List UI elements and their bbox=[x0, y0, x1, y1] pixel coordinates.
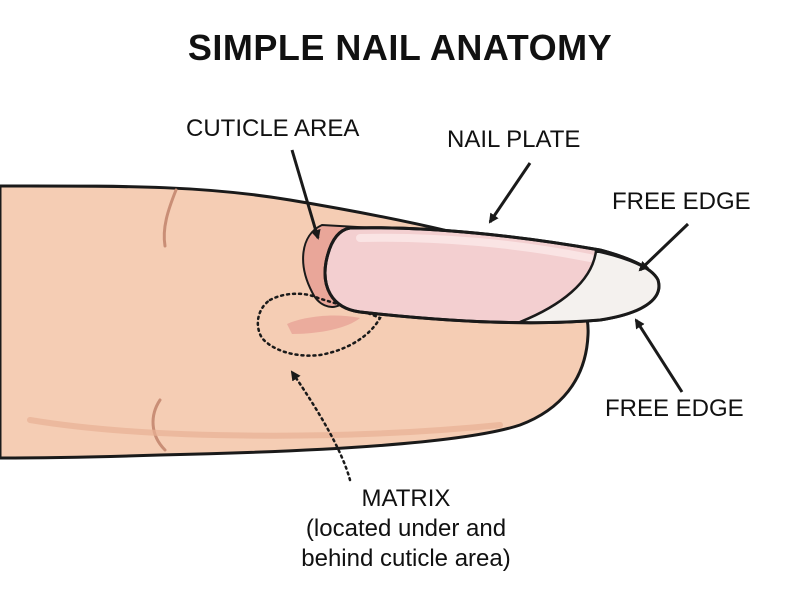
arrow-nail-plate bbox=[490, 163, 530, 222]
label-nail-plate: NAIL PLATE bbox=[447, 128, 580, 152]
label-matrix-note-2: behind cuticle area) bbox=[226, 544, 586, 574]
label-free-edge-top: FREE EDGE bbox=[612, 190, 751, 214]
diagram-title: SIMPLE NAIL ANATOMY bbox=[0, 30, 800, 66]
arrow-free-edge-top bbox=[640, 224, 688, 270]
label-matrix-title: MATRIX bbox=[226, 484, 586, 514]
label-free-edge-bottom: FREE EDGE bbox=[605, 397, 744, 421]
label-matrix-note-1: (located under and bbox=[226, 514, 586, 544]
arrow-free-edge-bottom bbox=[636, 320, 682, 392]
label-cuticle-area: CUTICLE AREA bbox=[186, 117, 359, 141]
label-matrix: MATRIX (located under and behind cuticle… bbox=[226, 484, 586, 574]
